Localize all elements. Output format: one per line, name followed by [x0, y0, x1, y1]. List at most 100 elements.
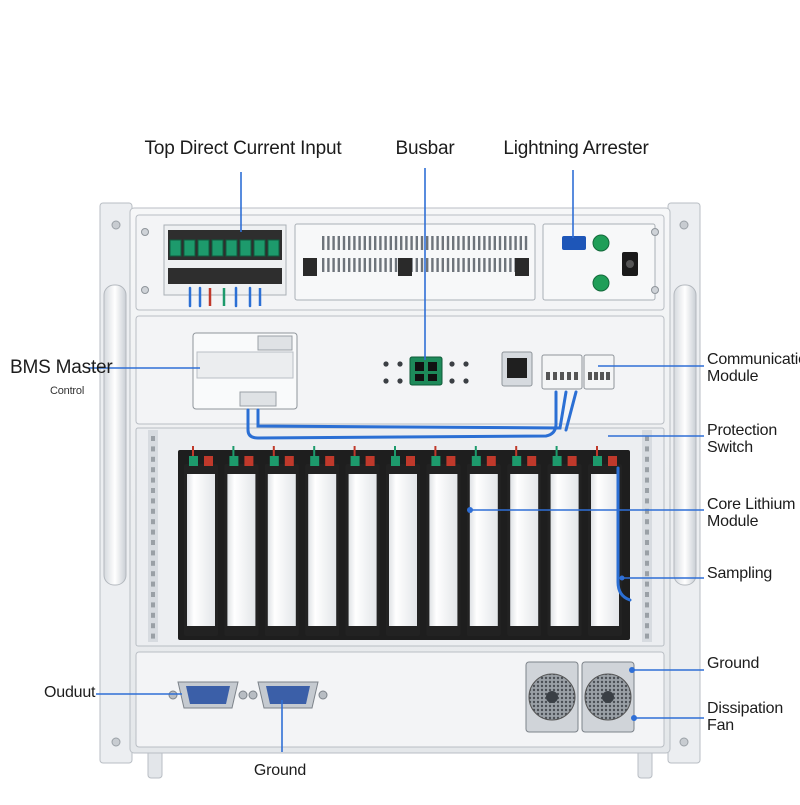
battery-cell [264, 446, 299, 636]
battery-cell [547, 446, 582, 636]
vent-slot [348, 258, 351, 272]
vent-slot [363, 236, 366, 250]
vent-slot [504, 236, 507, 250]
vent-slot [342, 236, 346, 250]
label-dissipation-fan: Dissipation Fan [707, 700, 784, 735]
vent-slot [452, 258, 455, 272]
vent-slot [394, 236, 398, 250]
rail-hole [645, 467, 649, 473]
rail-hole [645, 477, 649, 483]
rail-hole [645, 456, 649, 462]
comm-pin [567, 372, 571, 380]
cell-terminal-negative [365, 456, 375, 466]
rail-hole [645, 446, 649, 452]
battery-cell [588, 446, 622, 636]
label-ground-bottom: Ground [253, 762, 307, 779]
vent-slot [322, 236, 325, 250]
cell-terminal-positive [229, 456, 239, 466]
rail-hole [645, 571, 649, 577]
vent-slot [374, 236, 377, 250]
cell-face [227, 474, 256, 626]
dc-input-terminal-block [163, 224, 287, 296]
vent-slot [457, 258, 460, 272]
bottom-unit [135, 651, 665, 748]
vent-slot [389, 258, 392, 272]
vent-slot [384, 236, 387, 250]
label-bms-master-sub: Control [50, 385, 85, 397]
vent-slot [337, 258, 340, 272]
vent-slot [431, 236, 434, 250]
vent-slot [483, 236, 486, 250]
vent-slot [431, 258, 434, 272]
output-connector [168, 681, 248, 709]
vent-slot [426, 236, 429, 250]
vent-slot [368, 236, 372, 250]
battery-cell [184, 446, 218, 636]
comm-pin [560, 372, 564, 380]
usb-port [562, 236, 586, 250]
label-protection-line2: Switch [707, 438, 753, 456]
label-lightning-arrester: Lightning Arrester [503, 138, 649, 159]
rail-hole [151, 456, 155, 462]
rail-hole [645, 612, 649, 618]
vent-slot [363, 258, 366, 272]
cell-terminal-negative [406, 456, 415, 466]
vent-slot [498, 258, 502, 272]
terminal-block [253, 239, 266, 257]
indicator-dot [397, 378, 403, 384]
indicator-light-top [592, 234, 610, 252]
label-dissipation-line2: Fan [707, 716, 734, 734]
screw [651, 228, 659, 236]
cell-terminal-positive [593, 456, 602, 466]
indicator-dot [397, 361, 403, 367]
vent-slot [327, 258, 330, 272]
comm-pin [546, 372, 550, 380]
label-communication-line2: Module [707, 367, 759, 385]
label-protection-switch: Protection Switch [707, 422, 777, 457]
terminal-block [211, 239, 224, 257]
rail-hole [151, 581, 155, 587]
battery-cell [386, 446, 420, 636]
cell-terminal-positive [512, 456, 522, 466]
rj45-port [501, 351, 533, 387]
vent-slot [462, 236, 465, 250]
battery-cell [426, 446, 461, 636]
cell-terminal-negative [527, 456, 537, 466]
vent-slot [358, 258, 361, 272]
indicator-dot [383, 361, 389, 367]
rail-hole [151, 623, 155, 629]
screw [651, 286, 659, 294]
communication-cables [188, 286, 632, 602]
cell-terminal-negative [446, 456, 456, 466]
vent-slot [379, 258, 382, 272]
battery-cell [305, 446, 340, 636]
vent-slot [493, 236, 496, 250]
indicator-light-bottom [592, 274, 610, 292]
rail-hole [151, 477, 155, 483]
label-busbar: Busbar [395, 138, 455, 159]
vent-slot [493, 258, 496, 272]
rail-hole [151, 488, 155, 493]
vent-slot [436, 236, 439, 250]
cell-face [267, 474, 296, 626]
battery-cell [507, 446, 542, 636]
label-dissipation-line1: Dissipation [707, 700, 784, 717]
cell-terminal-positive [391, 456, 400, 466]
screw [141, 228, 149, 236]
vent-slot [467, 258, 470, 272]
vent-slot [374, 258, 377, 272]
battery-cell [224, 446, 259, 636]
cell-terminal-negative [244, 456, 254, 466]
bms-unit [135, 315, 665, 425]
fan-left [525, 661, 579, 733]
rail-hole [151, 540, 155, 545]
vent-panel [294, 223, 536, 301]
handle-left [103, 284, 127, 586]
cell-terminal-positive [189, 456, 198, 466]
rail-hole [645, 540, 649, 545]
vent-slot [420, 258, 424, 272]
label-communication-line1: Communication [707, 351, 800, 368]
vent-slot [332, 236, 335, 250]
battery-bay [135, 427, 665, 647]
vent-slot [488, 236, 491, 250]
